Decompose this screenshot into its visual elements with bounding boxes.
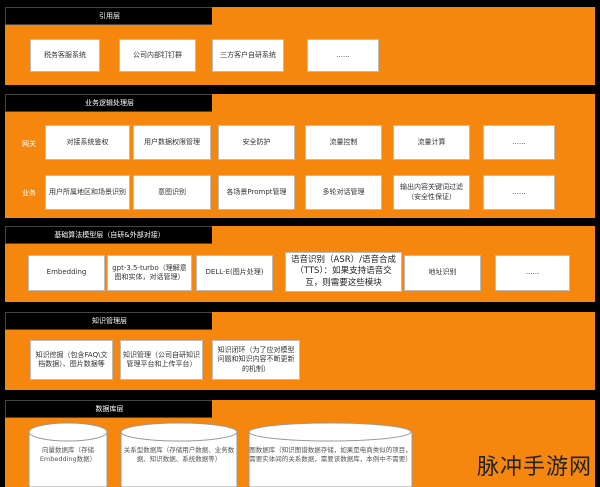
- layer-title-knowledge: 知识管理层: [5, 312, 214, 330]
- model-item: ......: [495, 255, 570, 291]
- app-item: ......: [307, 39, 379, 72]
- business-item: 用户所属地区和场景识别: [45, 175, 130, 210]
- business-item: 意图识别: [133, 175, 211, 210]
- layer-band-knowledge-top: [212, 312, 595, 330]
- gateway-item: 流量计算: [393, 125, 470, 160]
- database-cylinder-label: 图数据库（知识图谱数据存储，如果是电商类似的项目，需要实体间的关系数据，需要该数…: [249, 446, 412, 463]
- watermark: 脉冲手游网: [476, 455, 592, 480]
- model-item: 地址识别: [404, 255, 481, 291]
- layer-title-logic: 业务逻辑处理层: [5, 94, 214, 112]
- gateway-item: 安全防护: [218, 125, 295, 160]
- row-label-business: 业务: [22, 189, 36, 197]
- gateway-item: 流量控制: [305, 125, 382, 160]
- database-cylinder: 图数据库（知识图谱数据存储，如果是电商类似的项目，需要实体间的关系数据，需要该数…: [248, 422, 413, 487]
- app-item: 公司内部钉钉群: [119, 39, 196, 72]
- layer-title-app: 引用层: [5, 7, 214, 25]
- database-cylinder-label: 向量数据库（存储Embedding数据）: [39, 446, 97, 463]
- model-item: 语音识别（ASR）/语音合成（TTS）：如果支持语音交互，则需要这些模块: [285, 252, 402, 292]
- layer-band-app-top: [212, 7, 595, 25]
- layer-title-models: 基础算法模型层（自研&外部对接）: [5, 226, 214, 244]
- app-item: 三方客户自研系统: [212, 39, 284, 72]
- layer-band-logic-top: [212, 94, 595, 112]
- knowledge-item: 知识管理（公司自研知识管理平台和上传平台）: [120, 340, 203, 380]
- cylinder-shape: [120, 422, 238, 487]
- database-cylinder: 向量数据库（存储Embedding数据）: [28, 422, 108, 487]
- model-item: DELL-E(图片处理): [196, 255, 273, 291]
- database-cylinder: 关系型数据库（存储用户数据、业务数据、知识数据、系统数据等）: [120, 422, 238, 487]
- knowledge-item: 知识挖掘（包含FAQ\文档数据）、图片数据等: [30, 340, 113, 380]
- gateway-item: 对接系统鉴权: [45, 125, 130, 160]
- app-item: 税务客服系统: [30, 39, 100, 72]
- layer-band-models-top: [212, 226, 595, 244]
- cylinder-shape: [248, 422, 413, 487]
- layer-band-database-top: [212, 400, 595, 418]
- model-item: Embedding: [28, 255, 105, 291]
- gateway-item: 用户数据权限管理: [133, 125, 211, 160]
- layer-band-app: [5, 25, 595, 85]
- model-item: gpt-3.5-turbo（理解意图和实体，对话管理）: [107, 255, 192, 291]
- business-item: 各场景Prompt管理: [218, 175, 295, 210]
- knowledge-item: 知识闭环（为了应对模型问题和知识内容不断更新的机制）: [212, 340, 300, 380]
- gateway-item: ......: [483, 125, 555, 160]
- business-item: 多轮对话管理: [305, 175, 382, 210]
- row-label-gateway: 网关: [22, 140, 36, 148]
- layer-title-database: 数据库层: [5, 400, 214, 418]
- database-cylinder-label: 关系型数据库（存储用户数据、业务数据、知识数据、系统数据等）: [123, 446, 235, 463]
- cylinder-shape: [28, 422, 108, 487]
- business-item: ......: [483, 175, 555, 210]
- business-item: 输出内容关键词过滤（安全性保证）: [393, 175, 470, 210]
